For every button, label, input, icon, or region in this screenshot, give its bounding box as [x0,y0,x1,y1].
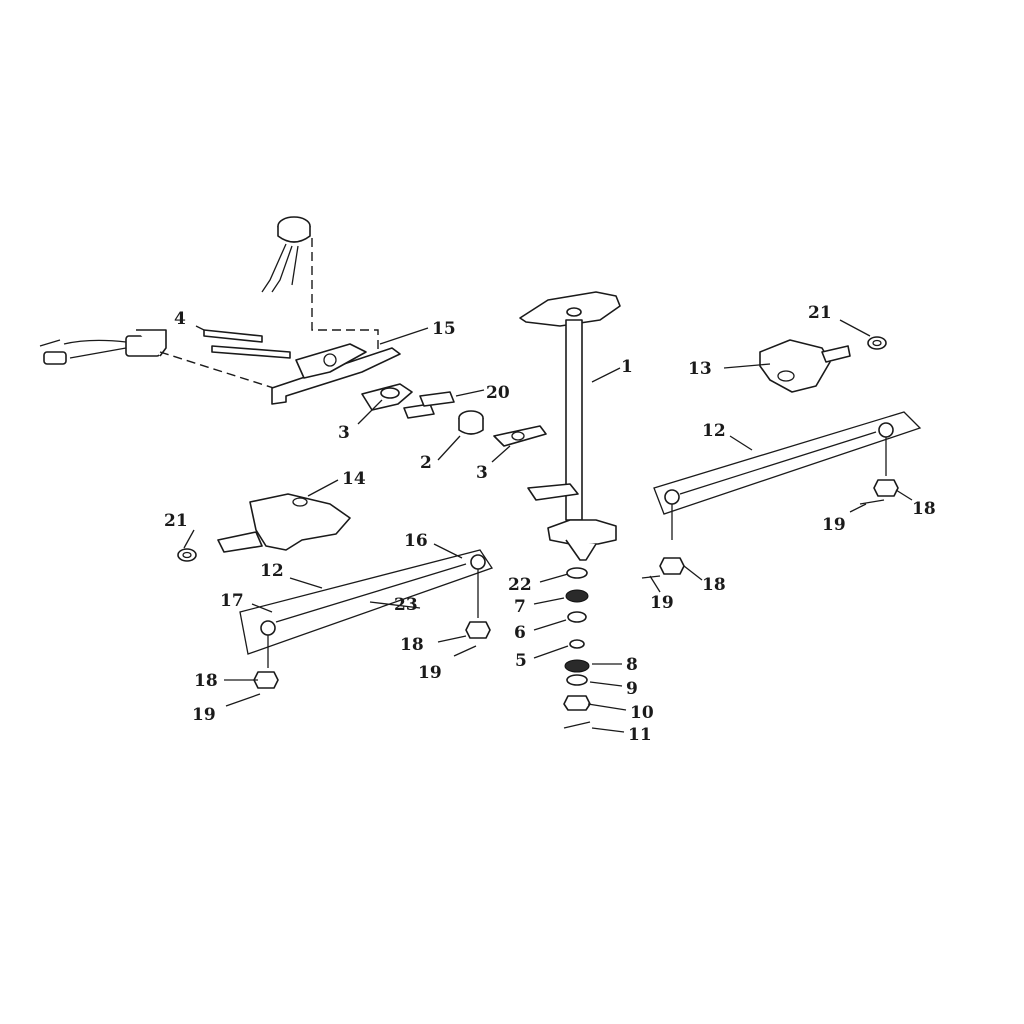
callout-18a: 18 [912,499,936,519]
knuckle-right [759,339,851,393]
collar [458,410,484,435]
callout-15: 15 [432,319,456,339]
connector-dashed-guide [159,351,281,391]
cotter-pin-1 [225,693,261,707]
steering-bracket [271,343,401,405]
callout-3b: 3 [476,463,488,483]
callout-19b: 19 [650,593,674,613]
tie-rod-left [239,549,494,689]
callout-13: 13 [688,359,712,379]
callout-20: 20 [486,383,510,403]
bearing-stack [563,567,591,729]
leader-lines [183,319,913,733]
bushings [403,391,455,419]
callout-14: 14 [342,469,366,489]
callout-18c: 18 [400,635,424,655]
steering-column [519,291,621,561]
callout-18d: 18 [194,671,218,691]
callout-19a: 19 [822,515,846,535]
callout-21a: 21 [808,303,832,323]
callout-23: 23 [394,595,418,615]
callout-19c: 19 [418,663,442,683]
callout-8: 8 [626,655,638,675]
callout-4: 4 [174,309,186,329]
cotter-pin-2 [453,645,477,657]
callout-22: 22 [508,575,532,595]
callout-7: 7 [514,597,526,617]
tie-rod-right [653,411,922,575]
harness-connector [39,329,167,365]
cotter-pin-4 [859,499,885,505]
callout-17: 17 [220,591,244,611]
callout-18b: 18 [702,575,726,595]
callout-2: 2 [420,453,432,473]
clamp-left [361,383,413,411]
callout-19d: 19 [192,705,216,725]
callout-16: 16 [404,531,428,551]
callout-1: 1 [621,357,633,377]
rod-pins [203,329,291,359]
clamp-right [493,425,547,447]
ignition-switch [261,216,311,293]
callout-5: 5 [515,651,527,671]
callout-6: 6 [514,623,526,643]
callout-11: 11 [628,725,652,745]
callout-10: 10 [630,703,654,723]
washer-21-left [177,548,197,562]
callout-12a: 12 [702,421,726,441]
knuckle-left [217,493,351,553]
callout-3a: 3 [338,423,350,443]
callout-9: 9 [626,679,638,699]
washer-21-right [867,336,887,350]
switch-dashed-guide [311,238,379,352]
callout-12b: 12 [260,561,284,581]
callout-21b: 21 [164,511,188,531]
callout-labels: 1 2 3 3 4 5 6 7 8 9 10 11 12 12 13 14 15… [164,303,936,745]
